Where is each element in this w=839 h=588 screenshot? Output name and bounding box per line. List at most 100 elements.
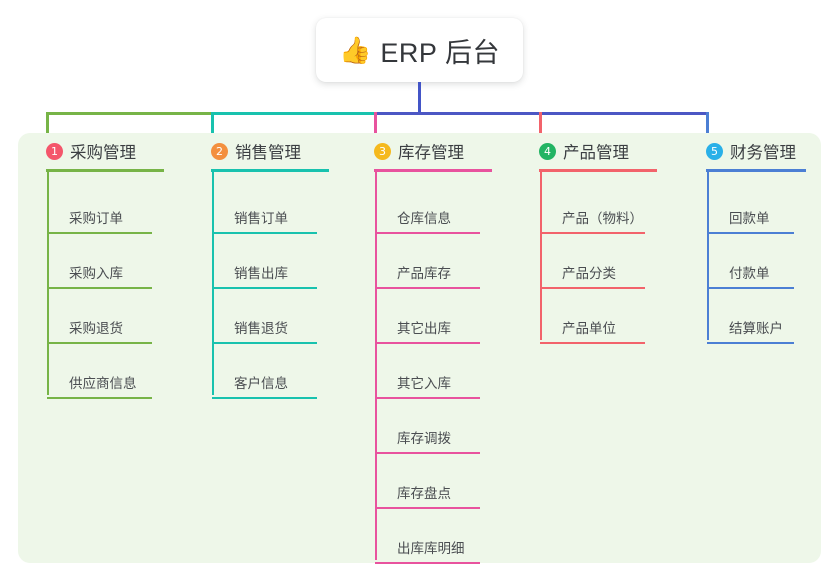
leaf-underline <box>540 287 645 289</box>
leaf-underline <box>47 342 152 344</box>
leaf-node[interactable]: 回款单 <box>707 179 794 234</box>
leaf-label: 付款单 <box>729 266 770 281</box>
leaf-label: 出库库明细 <box>397 541 465 556</box>
leaf-underline <box>375 397 480 399</box>
leaf-label: 销售订单 <box>234 211 288 226</box>
leaf-underline <box>212 287 317 289</box>
leaf-underline <box>212 397 317 399</box>
branch-underline-3 <box>374 169 492 172</box>
leaf-label: 仓库信息 <box>397 211 451 226</box>
branch-3: 3 库存管理仓库信息产品库存其它出库其它入库库存调拨库存盘点出库库明细 <box>358 133 508 564</box>
leaf-underline <box>707 342 794 344</box>
leaf-node[interactable]: 采购退货 <box>47 289 152 344</box>
branch-header-2[interactable]: 2 销售管理 <box>195 133 345 169</box>
leaf-label: 结算账户 <box>729 321 783 336</box>
leaf-underline <box>707 232 794 234</box>
branch-underline-2 <box>211 169 329 172</box>
branch-header-3[interactable]: 3 库存管理 <box>358 133 508 169</box>
leaf-node[interactable]: 客户信息 <box>212 344 317 399</box>
leaf-node[interactable]: 其它入库 <box>375 344 480 399</box>
branch-5: 5 财务管理回款单付款单结算账户 <box>690 133 822 344</box>
leaf-underline <box>375 287 480 289</box>
leaf-node[interactable]: 产品库存 <box>375 234 480 289</box>
leaf-label: 销售出库 <box>234 266 288 281</box>
leaf-node[interactable]: 采购入库 <box>47 234 152 289</box>
branch-badge-4: 4 <box>539 142 556 160</box>
leaf-label: 产品分类 <box>562 266 616 281</box>
branch-label-4: 产品管理 <box>563 144 629 162</box>
leaf-label: 其它入库 <box>397 376 451 391</box>
leaf-label: 库存盘点 <box>397 486 451 501</box>
leaf-node[interactable]: 销售出库 <box>212 234 317 289</box>
branch-header-1[interactable]: 1 采购管理 <box>30 133 180 169</box>
leaf-underline <box>375 452 480 454</box>
branch-stem-5 <box>707 169 709 340</box>
leaf-node[interactable]: 产品分类 <box>540 234 645 289</box>
branch-badge-1: 1 <box>46 142 63 160</box>
leaf-label: 产品单位 <box>562 321 616 336</box>
branch-label-1: 采购管理 <box>70 144 136 162</box>
leaf-node[interactable]: 销售订单 <box>212 179 317 234</box>
leaf-label: 库存调拨 <box>397 431 451 446</box>
branch-2: 2 销售管理销售订单销售出库销售退货客户信息 <box>195 133 345 399</box>
leaf-underline <box>212 342 317 344</box>
root-node[interactable]: 👍 ERP 后台 <box>316 18 523 82</box>
leaf-node[interactable]: 付款单 <box>707 234 794 289</box>
branch-label-5: 财务管理 <box>730 144 796 162</box>
leaf-node[interactable]: 出库库明细 <box>375 509 480 564</box>
leaf-node[interactable]: 销售退货 <box>212 289 317 344</box>
leaf-label: 供应商信息 <box>69 376 137 391</box>
branch-stem-4 <box>540 169 542 340</box>
leaf-node[interactable]: 库存盘点 <box>375 454 480 509</box>
branch-stem-1 <box>47 169 49 395</box>
leaf-label: 客户信息 <box>234 376 288 391</box>
leaf-node[interactable]: 仓库信息 <box>375 179 480 234</box>
leaf-node[interactable]: 产品单位 <box>540 289 645 344</box>
branch-label-2: 销售管理 <box>235 144 301 162</box>
branch-header-4[interactable]: 4 产品管理 <box>523 133 673 169</box>
branch-badge-3: 3 <box>374 142 391 160</box>
leaf-underline <box>540 232 645 234</box>
leaf-label: 产品（物料） <box>562 211 643 226</box>
leaf-label: 销售退货 <box>234 321 288 336</box>
branch-badge-2: 2 <box>211 142 228 160</box>
leaf-node[interactable]: 结算账户 <box>707 289 794 344</box>
branch-1: 1 采购管理采购订单采购入库采购退货供应商信息 <box>30 133 180 399</box>
branch-4: 4 产品管理产品（物料） 产品分类产品单位 <box>523 133 673 344</box>
leaf-underline <box>375 342 480 344</box>
leaf-underline <box>47 397 152 399</box>
leaf-node[interactable]: 供应商信息 <box>47 344 152 399</box>
trunk-segment-green <box>46 112 211 115</box>
branch-stem-2 <box>212 169 214 395</box>
branch-underline-1 <box>46 169 164 172</box>
branch-badge-5: 5 <box>706 142 723 160</box>
leaf-label: 回款单 <box>729 211 770 226</box>
leaf-underline <box>212 232 317 234</box>
leaf-node[interactable]: 产品（物料） <box>540 179 645 234</box>
leaf-underline <box>375 232 480 234</box>
leaf-underline <box>540 342 645 344</box>
root-connector-vertical <box>418 82 421 115</box>
leaf-node[interactable]: 库存调拨 <box>375 399 480 454</box>
leaf-label: 其它出库 <box>397 321 451 336</box>
leaf-label: 采购入库 <box>69 266 123 281</box>
leaf-underline <box>47 232 152 234</box>
leaf-node[interactable]: 其它出库 <box>375 289 480 344</box>
thumbs-up-icon: 👍 <box>339 35 372 65</box>
leaf-label: 产品库存 <box>397 266 451 281</box>
root-title: ERP 后台 <box>380 37 500 68</box>
leaf-underline <box>707 287 794 289</box>
branch-stem-3 <box>375 169 377 560</box>
leaf-node[interactable]: 采购订单 <box>47 179 152 234</box>
leaf-underline <box>375 507 480 509</box>
leaf-label: 采购订单 <box>69 211 123 226</box>
branch-underline-5 <box>706 169 806 172</box>
branch-label-3: 库存管理 <box>398 144 464 162</box>
branch-underline-4 <box>539 169 657 172</box>
leaf-label: 采购退货 <box>69 321 123 336</box>
leaf-underline <box>375 562 480 564</box>
trunk-segment-teal <box>211 112 374 115</box>
leaf-underline <box>47 287 152 289</box>
branch-header-5[interactable]: 5 财务管理 <box>690 133 822 169</box>
